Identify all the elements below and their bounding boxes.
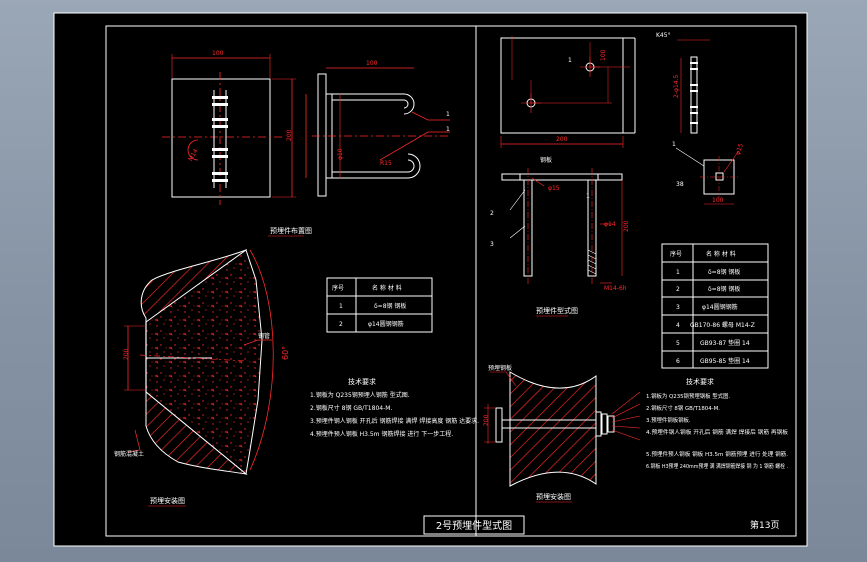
dim-wall-height: 200 (123, 348, 130, 360)
page-number: 第13页 (750, 519, 779, 531)
view-label-install-left: 预埋安装图 (150, 496, 185, 505)
drawing-title: 2号预埋件型式图 (436, 519, 512, 532)
tech-right-line-4: 4.预埋件钢人钢板 开孔后 钢筋 满焊 焊接后 钢筋 再钢板 (646, 428, 789, 436)
tr-r3c1: GB170-86 螺母 M14-Z (690, 321, 755, 329)
tr-r0c0: 1 (676, 269, 680, 276)
tech-right-line-3: 3.预埋件钢板钢板. (646, 416, 691, 424)
dim-r-w2: 100 (712, 197, 724, 204)
right-install-section (484, 371, 641, 503)
dim-install-v: 200 (483, 414, 490, 426)
right-mid-text: 钢板 φ15 1 2 3 φ14 M14-6h 200 预埋件型式图 (490, 156, 630, 315)
angle-label: 60° (281, 346, 290, 360)
tr-r5c1: GB95-85 垫圈 14 (700, 357, 750, 365)
dim-right-width: 100 (366, 60, 378, 67)
right-top-view (500, 36, 740, 205)
tr-h0: 序号 (670, 250, 682, 258)
left-top-view (162, 54, 450, 237)
dim-r-w: 100 (600, 49, 607, 61)
tick-label: 钢管 (258, 332, 270, 340)
tr-r4c0: 5 (676, 340, 680, 347)
dim-len: 200 (623, 220, 630, 232)
tr-h1: 名 称 材 料 (706, 250, 736, 258)
tr-r1c0: 2 (676, 286, 680, 293)
tr-r3c0: 4 (676, 322, 680, 329)
tech-left-title: 技术要求 (348, 377, 376, 386)
left-wall-text: 200 60° 钢管 钢筋混凝土 预埋安装图 (114, 332, 290, 505)
view-label-top: 预埋件布置图 (270, 226, 312, 235)
bar-side[interactable] (690, 56, 698, 134)
dim-r-r: 38 (676, 181, 684, 188)
dim-r-hole2: φ15 (734, 142, 745, 155)
tag-embed: 预埋钢板 (488, 364, 512, 372)
angle-plate[interactable] (500, 37, 624, 134)
tr-r2c1: φ14圆钢钢筋 (702, 303, 738, 311)
tl-r0c1: δ=8钢 钢板 (374, 302, 406, 310)
tech-left-line-2: 2.钢板尺寸 8钢 GB/T1804-M. (310, 404, 392, 412)
dim-d2: M14-6h (604, 285, 627, 292)
inner-border (105, 25, 797, 537)
tl-r1c1: φ14圆钢钢筋 (368, 320, 404, 328)
right-mid-view (501, 168, 623, 317)
tag-plate: 钢板 (540, 156, 552, 164)
right-top-text: K45° 100 2-φ14.5 200 100 φ15 38 1 1 (556, 32, 745, 204)
dim-hole: φ10 (337, 148, 344, 160)
parts-table-left-text: 序号 名 称 材 料 1 δ=8钢 钢板 2 φ14圆钢钢筋 (332, 284, 406, 328)
tech-notes-left: 技术要求 1.钢板为 Q235钢预埋人钢筋 型式图. 2.钢板尺寸 8钢 GB/… (310, 377, 479, 438)
dim-r-hole: 2-φ14.5 (673, 75, 680, 98)
tech-left-line-4: 4.预埋件预人钢板 H3.5m 钢筋焊接 进行 下一步工程. (310, 430, 453, 438)
parts-table-right-text: 序号 名 称 材 料 1 δ=8钢 钢板 2 δ=8钢 钢板 3 φ14圆钢钢筋… (670, 250, 755, 365)
tech-right-line-5: 5.预埋件预人钢板 钢板 H3.5m 钢筋预埋 进行 处理 钢筋. (646, 450, 788, 458)
tl-r1c0: 2 (339, 321, 343, 328)
left-side-plate[interactable] (317, 73, 327, 197)
wall-label: 钢筋混凝土 (114, 450, 144, 458)
view-label-mid: 预埋件型式图 (536, 306, 578, 315)
dim-height: 200 (286, 129, 293, 141)
tech-right-line-2: 2.钢板尺寸 8钢 GB/T1804-M. (646, 404, 720, 412)
dim-radius: R15 (380, 160, 392, 167)
tr-r4c1: GB93-87 垫圈 14 (700, 339, 750, 347)
view-label-install-right: 预埋安装图 (536, 492, 571, 501)
tech-right-title: 技术要求 (686, 377, 714, 386)
tl-r0c0: 1 (339, 303, 343, 310)
callout-m2: 2 (490, 210, 494, 217)
tl-h0: 序号 (332, 284, 344, 292)
parts-table-left (326, 277, 433, 333)
dim-r-h: 200 (556, 136, 568, 143)
callout-r1: 1 (672, 141, 676, 148)
tr-r2c0: 3 (676, 304, 680, 311)
callout-m3: 3 (490, 241, 494, 248)
tr-r0c1: δ=8钢 钢板 (708, 268, 740, 276)
tech-left-line-1: 1.钢板为 Q235钢预埋人钢筋 型式图. (310, 391, 410, 399)
dim-width: 100 (212, 50, 224, 57)
tech-right-line-1: 1.钢板为 Q235钢预埋钢板 型式图. (646, 392, 730, 400)
left-plate[interactable] (171, 78, 271, 198)
right-install-text: 预埋钢板 200 预埋安装图 (483, 364, 571, 501)
tech-right-line-6: 6.钢板 H3预埋 240mm预埋 满 满焊钢筋焊接 钢 为 1 钢筋 螺栓 . (646, 462, 788, 470)
callout-m1: 1 (586, 193, 590, 200)
parts-table-right (661, 243, 769, 369)
dim-hole-mid: φ15 (548, 185, 560, 192)
callout-a: 1 (446, 111, 450, 118)
anchor-plate[interactable] (501, 173, 623, 181)
title-block: 2号预埋件型式图 第13页 (423, 515, 779, 535)
callout-r2: 1 (568, 57, 572, 64)
callout-b: 1 (446, 126, 450, 133)
dim-k45: K45° (656, 32, 671, 39)
left-wall-section (124, 249, 274, 507)
dim-d1: φ14 (604, 221, 616, 228)
tr-r1c1: δ=8钢 钢板 (708, 285, 740, 293)
tr-r5c0: 6 (676, 358, 680, 365)
tech-left-line-3: 3.预埋件钢人钢板 开孔后 钢筋焊接 满焊 焊接高度 钢筋 达要求. (310, 417, 479, 425)
tech-notes-right: 技术要求 1.钢板为 Q235钢预埋钢板 型式图. 2.钢板尺寸 8钢 GB/T… (646, 377, 789, 470)
tl-h1: 名 称 材 料 (372, 284, 402, 292)
